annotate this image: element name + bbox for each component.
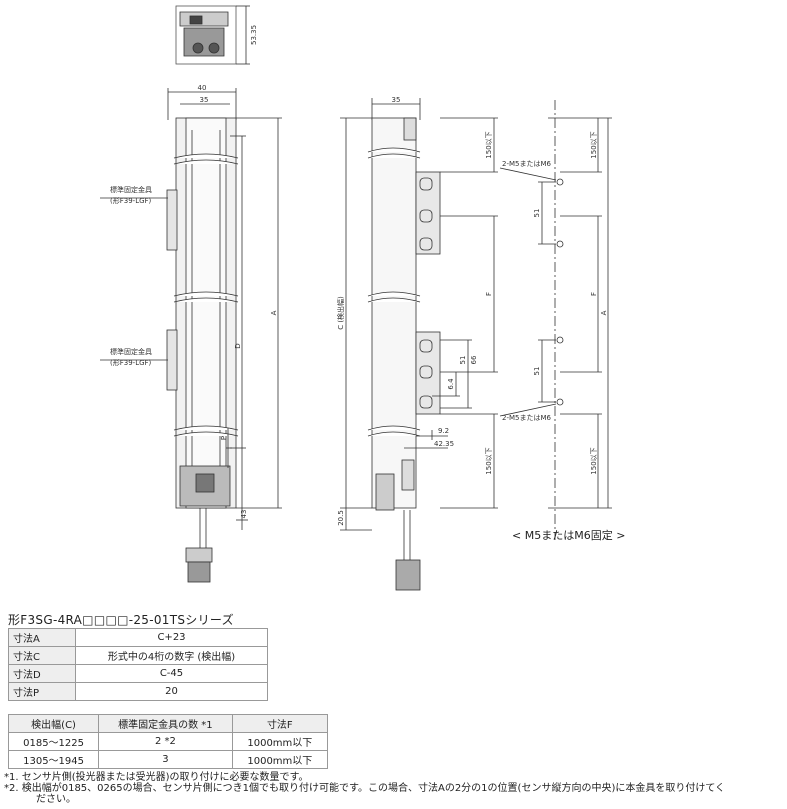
dim-label-150-right-top: 150以下 (590, 131, 598, 158)
footnotes: *1. センサ片側(投光器または受光器)の取り付けに必要な数量です。 *2. 検… (4, 772, 784, 805)
dim-label-D: D (234, 343, 242, 348)
dim-label-width-35-left: 35 (200, 96, 209, 104)
bracket-model-1: (形F39-LGF) (110, 197, 152, 205)
dim-value: C+23 (75, 628, 268, 647)
dim-value: C-45 (75, 664, 268, 683)
table-row: 0185～1225 2 *2 1000mm以下 (7, 732, 329, 751)
dim-label-51: 51 (459, 356, 467, 365)
table-cell: 0185～1225 (7, 732, 100, 751)
bracket-table: 検出幅(C) 標準固定金具の数 *1 寸法F 0185～1225 2 *2 10… (7, 714, 329, 769)
column-header: 寸法F (231, 714, 329, 733)
dim-label-C: C (検出幅) (336, 296, 345, 330)
mount-label-top: 2-M5またはM6 (502, 160, 552, 168)
dim-label-150-bottom: 150以下 (485, 447, 493, 474)
dim-label-42-35: 42.35 (434, 440, 454, 448)
dim-label-66: 66 (470, 355, 478, 364)
column-header: 標準固定金具の数 *1 (98, 714, 233, 733)
bracket-label-2: 標準固定金具 (110, 347, 152, 356)
dim-label-P: P (220, 436, 228, 440)
mount-label-bottom: 2-M5またはM6 (502, 414, 552, 422)
dim-key: 寸法D (8, 664, 76, 683)
column-header: 検出幅(C) (7, 714, 100, 733)
dim-label-top-height: 53.35 (250, 25, 258, 45)
bracket-model-2: (形F39-LGF) (110, 359, 152, 367)
table-cell: 2 *2 (98, 732, 233, 751)
dim-key: 寸法C (8, 646, 76, 665)
top-view (175, 5, 250, 65)
table-header-row: 検出幅(C) 標準固定金具の数 *1 寸法F (7, 714, 329, 733)
dim-key: 寸法P (8, 682, 76, 701)
table-cell: 1305～1945 (7, 750, 100, 769)
dim-label-width-40: 40 (198, 84, 207, 92)
drawing-caption: < M5またはM6固定 > (512, 529, 626, 542)
table-cell: 1000mm以下 (231, 750, 329, 769)
mounting-pattern (499, 100, 612, 540)
front-view (100, 88, 282, 583)
dim-label-A-left: A (270, 310, 278, 315)
bracket-label-1: 標準固定金具 (110, 185, 152, 194)
dim-label-F-right: F (590, 292, 598, 296)
dim-label-51-right-top: 51 (533, 209, 541, 218)
footnote: *2. 検出幅が0185、0265の場合、センサ片側につき1個でも取り付け可能で… (4, 783, 726, 794)
dim-value: 20 (75, 682, 268, 701)
dimension-drawing: 53.35 40 35 35 A D P 43 C (検出幅) 20.5 150… (100, 5, 612, 591)
dim-label-A-right: A (600, 310, 608, 315)
dim-label-20-5: 20.5 (337, 510, 345, 526)
dim-label-43: 43 (240, 510, 248, 519)
dim-key: 寸法A (8, 628, 76, 647)
dim-label-150-right-bottom: 150以下 (590, 447, 598, 474)
footnote-continuation: ださい。 (36, 794, 76, 805)
dim-label-51-right-bottom: 51 (533, 367, 541, 376)
dim-value: 形式中の4桁の数字 (検出幅) (75, 646, 268, 665)
dim-label-9-2: 9.2 (438, 427, 449, 435)
footnote: *1. センサ片側(投光器または受光器)の取り付けに必要な数量です。 (4, 772, 309, 783)
dim-label-6-4: 6.4 (447, 378, 455, 390)
dim-label-150-top: 150以下 (485, 131, 493, 158)
dim-label-width-35-right: 35 (392, 96, 401, 104)
side-view (340, 98, 498, 591)
table-cell: 1000mm以下 (231, 732, 329, 751)
dim-label-F-mid: F (485, 292, 493, 296)
table-cell: 3 (98, 750, 233, 769)
table-row: 1305～1945 3 1000mm以下 (7, 750, 329, 769)
series-title: 形F3SG-4RA□□□□-25-01TSシリーズ (8, 613, 234, 627)
